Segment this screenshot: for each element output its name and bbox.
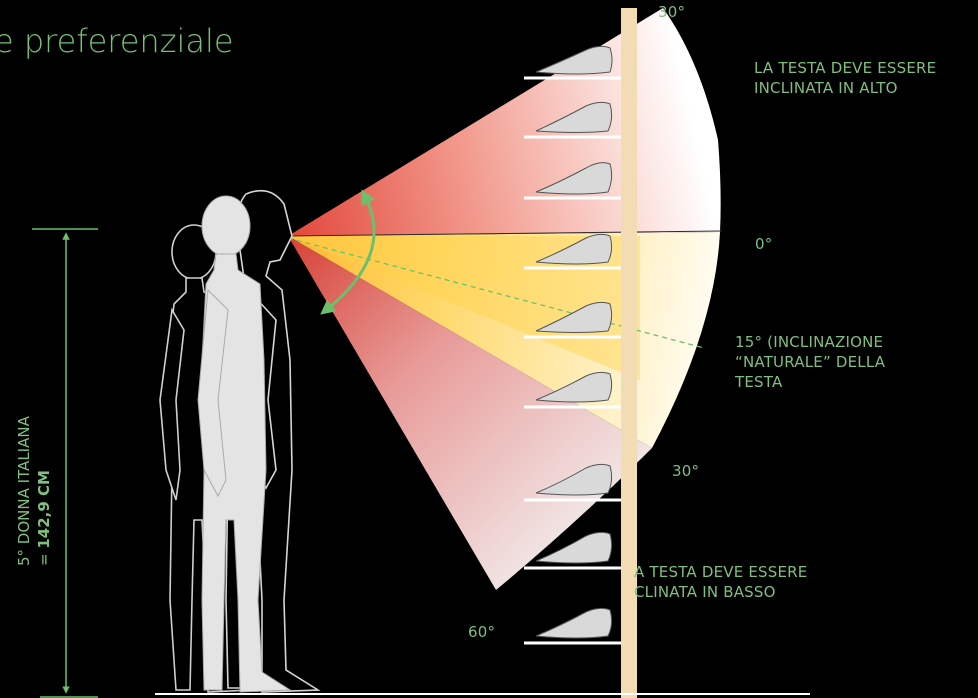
tilt-down-label: A TESTA DEVE ESSERE CLINATA IN BASSO [634, 562, 807, 602]
page-title: e preferenziale [0, 22, 234, 60]
tilt-down-line-2: CLINATA IN BASSO [634, 582, 807, 602]
height-label-line-2: = 142,9 CM [34, 416, 54, 566]
natural-tilt-label: 15° (INCLINAZIONE “NATURALE” DELLA TESTA [735, 332, 885, 392]
tilt-up-label: LA TESTA DEVE ESSERE INCLINATA IN ALTO [754, 58, 936, 98]
tilt-up-line-2: INCLINATA IN ALTO [754, 78, 936, 98]
height-label: 5° DONNA ITALIANA = 142,9 CM [14, 416, 54, 566]
tilt-down-line-1: A TESTA DEVE ESSERE [634, 562, 807, 582]
height-label-line-1: 5° DONNA ITALIANA [14, 416, 34, 566]
natural-line-3: TESTA [735, 372, 885, 392]
bottom-angle-label: 60° [468, 622, 495, 642]
height-value: 142,9 CM [35, 470, 53, 549]
height-prefix: = [35, 549, 53, 566]
lower-angle-label: 30° [672, 461, 699, 481]
zero-angle-label: 0° [755, 234, 772, 254]
top-angle-label: 30° [658, 2, 685, 22]
natural-line-1: 15° (INCLINAZIONE [735, 332, 885, 352]
upper-vision-cone [288, 8, 721, 236]
natural-line-2: “NATURALE” DELLA [735, 352, 885, 372]
tilt-up-line-1: LA TESTA DEVE ESSERE [754, 58, 936, 78]
